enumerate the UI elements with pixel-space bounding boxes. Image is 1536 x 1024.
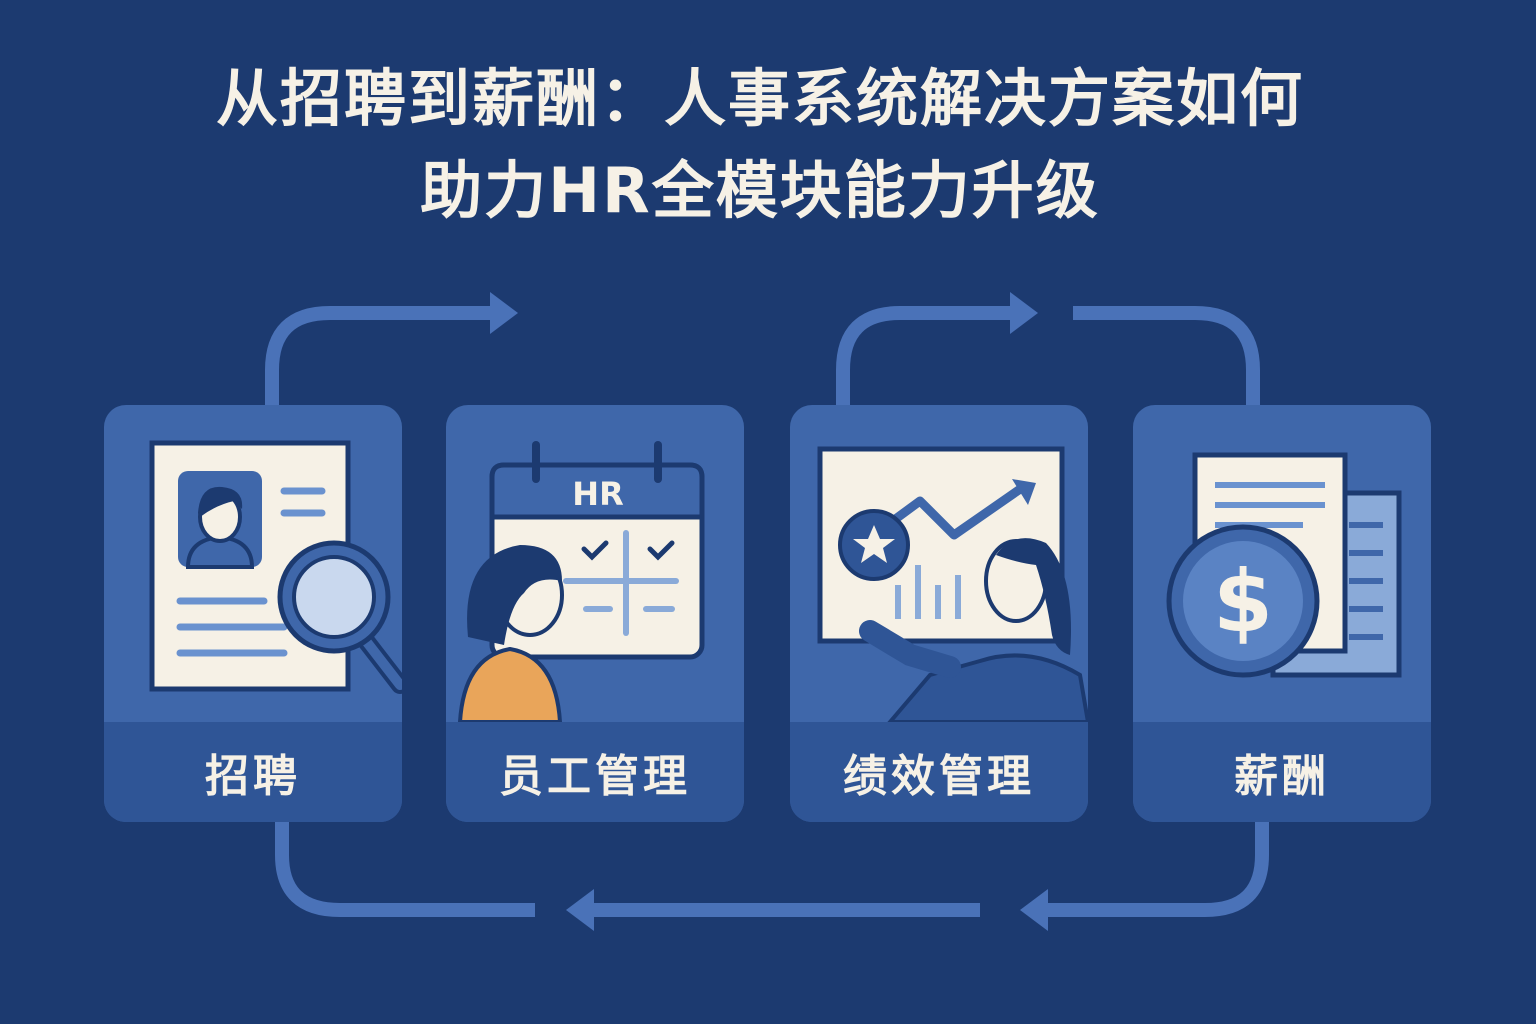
resume-magnifier-icon	[149, 440, 402, 694]
arrowhead-icon	[1020, 889, 1048, 931]
arrowhead-icon	[490, 292, 518, 334]
arrow-salary-back	[1045, 822, 1269, 917]
module-label: 薪酬	[1133, 722, 1431, 822]
module-label: 员工管理	[446, 722, 744, 822]
calendar-text: HR	[572, 475, 623, 513]
arrow-to-recruit	[275, 822, 535, 917]
salary-dollar-icon: $	[1166, 452, 1402, 678]
module-card-recruitment[interactable]: 招聘	[104, 405, 402, 822]
arrow-recruit-to-employee	[265, 306, 495, 405]
title-line-2: 助力HR全模块能力升级	[420, 154, 1100, 227]
module-label: 绩效管理	[790, 722, 1088, 822]
arrow-performance-to-salary-b	[1073, 306, 1260, 405]
title-line-1: 从招聘到薪酬：人事系统解决方案如何	[215, 62, 1304, 135]
dollar-symbol: $	[1213, 552, 1273, 652]
module-card-salary[interactable]: $ 薪酬	[1133, 405, 1431, 822]
arrow-performance-to-salary-a	[836, 306, 1015, 405]
performance-chart-icon	[817, 446, 1088, 722]
module-card-performance-management[interactable]: 绩效管理	[790, 405, 1088, 822]
arrowhead-icon	[566, 889, 594, 931]
module-card-employee-management[interactable]: HR 员工管理	[446, 405, 744, 822]
arrowhead-icon	[1010, 292, 1038, 334]
hr-calendar-icon: HR	[457, 441, 705, 722]
module-label: 招聘	[104, 722, 402, 822]
